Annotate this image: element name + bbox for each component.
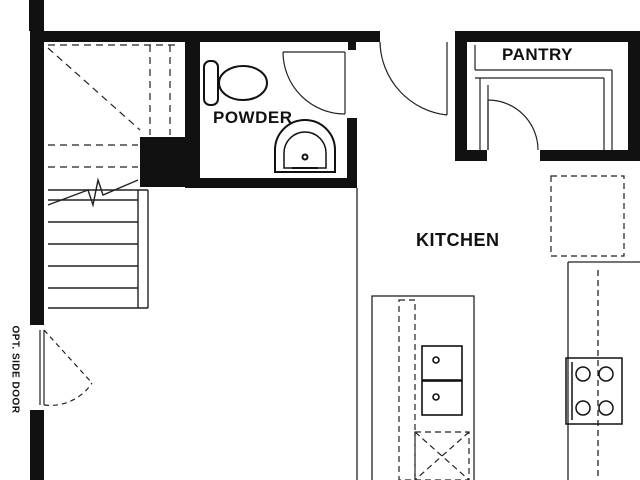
toilet — [203, 60, 268, 106]
powder-bottom-wall — [185, 178, 357, 188]
kitchen-island — [371, 295, 475, 480]
left-wall-upper — [30, 0, 44, 325]
dishwasher — [414, 431, 470, 480]
stairs — [47, 177, 149, 309]
walls — [30, 0, 640, 480]
pantry-door — [487, 99, 539, 151]
left-wall-lower — [30, 410, 44, 480]
pantry-left-wall — [455, 31, 467, 161]
fridge — [550, 175, 625, 257]
pantry-bottom-right — [540, 150, 640, 161]
island-sink — [421, 345, 463, 416]
top-wall-right — [455, 31, 640, 42]
top-wall — [30, 31, 380, 42]
right-wall — [628, 31, 640, 161]
range — [565, 357, 623, 425]
room-label-powder: POWDER — [213, 108, 293, 127]
sink — [274, 119, 336, 173]
side-door-note: OPT. SIDE DOOR — [9, 325, 21, 414]
room-label-kitchen: KITCHEN — [416, 230, 500, 250]
kitchen-door — [379, 41, 448, 116]
powder-right-wall — [347, 118, 357, 188]
island-outline — [398, 299, 416, 480]
powder-door — [282, 51, 346, 115]
stairs-above — [47, 44, 180, 168]
right-counter — [567, 261, 640, 480]
room-label-pantry: PANTRY — [502, 45, 573, 64]
pantry-bottom-left — [467, 150, 487, 161]
side-door — [39, 329, 93, 406]
frame-left-top — [30, 0, 34, 31]
powder-left-wall — [185, 42, 200, 187]
